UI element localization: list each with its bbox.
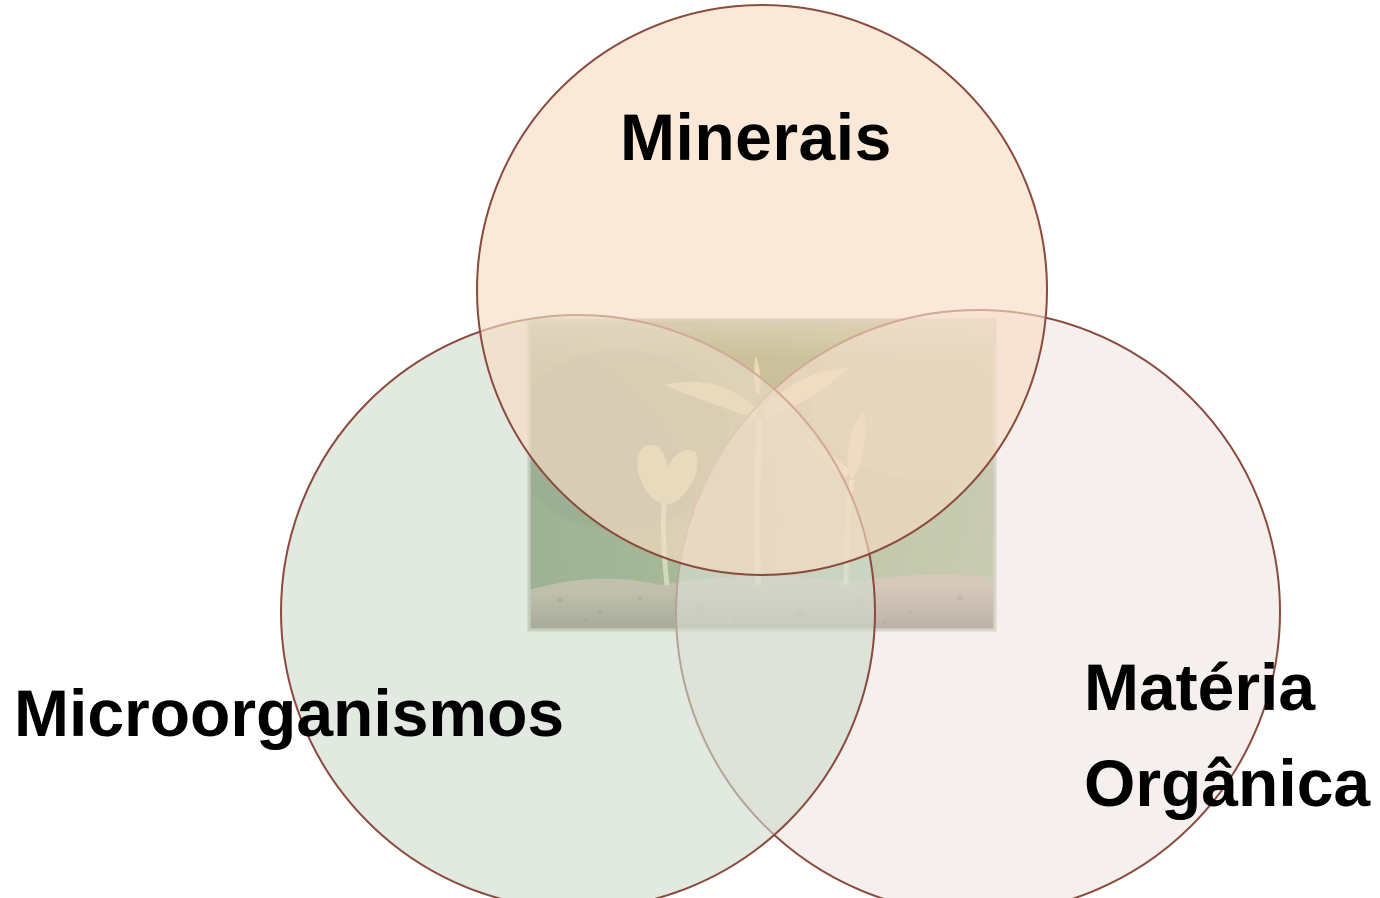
label-minerais: Minerais xyxy=(620,100,892,174)
label-microorganismos: Microorganismos xyxy=(14,676,565,750)
label-materia-line-1: Matéria xyxy=(1084,650,1316,724)
label-materia-organica: Matéria Orgânica xyxy=(1084,640,1370,831)
label-materia-line-2: Orgânica xyxy=(1084,745,1371,820)
circle-minerais xyxy=(476,4,1048,576)
